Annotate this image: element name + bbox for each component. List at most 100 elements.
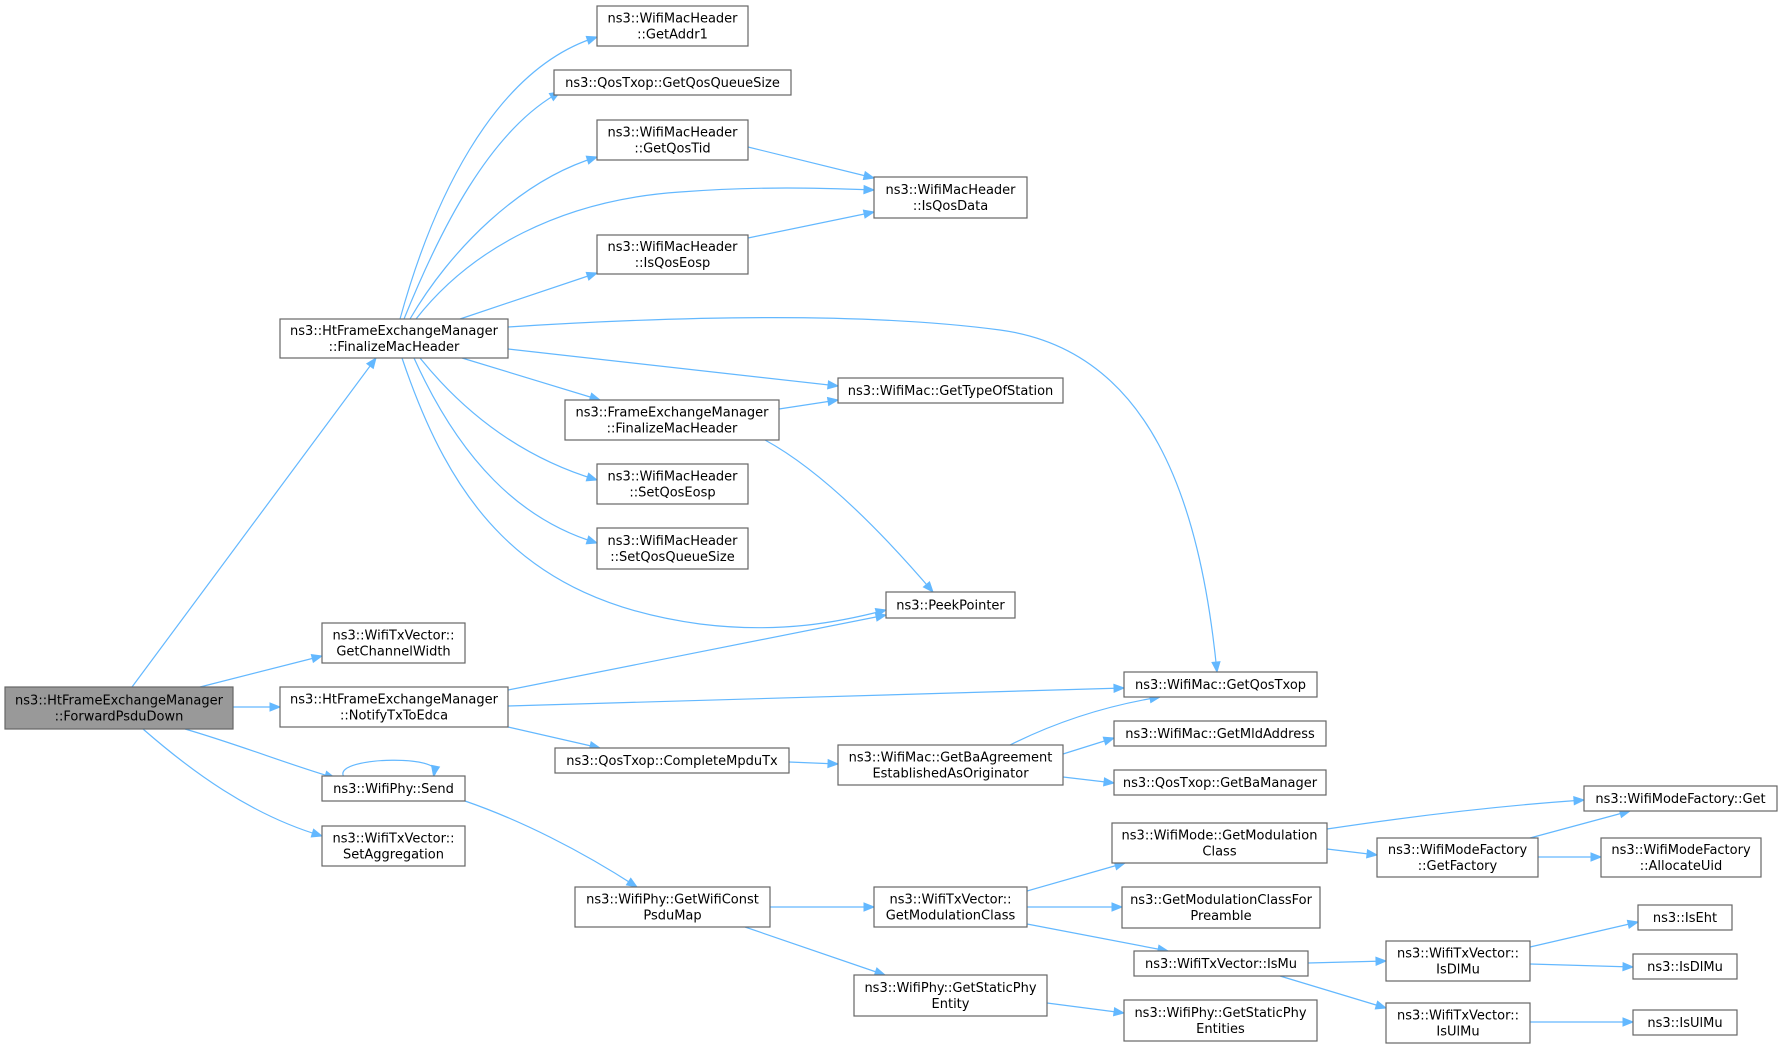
edge-ht-finalizemacheader-to-setqosqueuesize <box>413 357 599 545</box>
node-setaggregation[interactable]: ns3::WifiTxVector::SetAggregation <box>321 825 466 867</box>
edge-arrowhead <box>585 271 599 281</box>
node-fem-finalizemacheader[interactable]: ns3::FrameExchangeManager::FinalizeMacHe… <box>564 399 780 441</box>
node-isqoseosp[interactable]: ns3::WifiMacHeader::IsQosEosp <box>596 234 749 275</box>
node-label: ::FinalizeMacHeader <box>607 422 738 437</box>
edge-arrowhead <box>1374 1000 1388 1010</box>
edge-line <box>1529 963 1634 968</box>
edge-notifytxtoedca-to-getqostxop <box>507 683 1126 707</box>
edge-arrowhead <box>365 356 377 370</box>
node-getqosqueuesize[interactable]: ns3::QosTxop::GetQosQueueSize <box>553 69 792 96</box>
node-txv-getmodulationclass[interactable]: ns3::WifiTxVector::GetModulationClass <box>873 886 1028 928</box>
node-box <box>4 686 234 730</box>
edge-getbaagreement-to-getmldaddress <box>1062 736 1116 755</box>
edge-arrowhead <box>922 580 934 594</box>
edge-fem-finalizemacheader-to-gettypeofstation <box>778 396 840 410</box>
node-box <box>1583 785 1778 812</box>
edge-modefactory-getfactory-to-modefactory-get <box>1529 809 1632 839</box>
node-box <box>1600 837 1762 878</box>
node-box <box>321 775 466 802</box>
node-setqosqueuesize[interactable]: ns3::WifiMacHeader::SetQosQueueSize <box>596 527 749 570</box>
node-box <box>873 886 1028 928</box>
edge-getstaticphyentity-to-getstaticphyentities <box>1046 1002 1126 1017</box>
edge-forwardpsdudown-to-getchannelwidth <box>199 653 324 688</box>
edge-arrowhead <box>625 877 639 888</box>
node-getbamanager[interactable]: ns3::QosTxop::GetBaManager <box>1113 769 1327 796</box>
node-peekpointer[interactable]: ns3::PeekPointer <box>885 591 1016 619</box>
edge-txv-isdlmu-to-iseht <box>1529 919 1640 948</box>
node-txv-isdlmu[interactable]: ns3::WifiTxVector::IsDlMu <box>1385 940 1531 982</box>
edge-arrowhead <box>1112 1006 1126 1017</box>
node-label: ::SetQosQueueSize <box>610 550 734 565</box>
node-box <box>1376 837 1539 878</box>
edge-ht-finalizemacheader-to-isqoseosp <box>459 271 599 320</box>
edge-line <box>1529 921 1639 948</box>
nodes-layer: ns3::HtFrameExchangeManager::ForwardPsdu… <box>4 5 1778 1044</box>
node-label: ns3::FrameExchangeManager <box>575 406 769 421</box>
node-box <box>596 463 749 505</box>
node-label: ns3::HtFrameExchangeManager <box>290 693 499 708</box>
node-mode-getmodulationclass[interactable]: ns3::WifiMode::GetModulationClass <box>1111 822 1328 864</box>
node-label: ns3::HtFrameExchangeManager <box>290 324 499 339</box>
edge-arrowhead <box>1103 777 1116 787</box>
node-box <box>885 591 1016 619</box>
node-label: ::NotifyTxToEdca <box>340 709 448 724</box>
node-label: ns3::WifiPhy::GetStaticPhy <box>1134 1006 1306 1021</box>
node-box <box>554 747 790 774</box>
node-notifytxtoedca[interactable]: ns3::HtFrameExchangeManager::NotifyTxToE… <box>279 686 509 728</box>
edge-txv-ismu-to-txv-isulmu <box>1279 975 1388 1010</box>
node-ht-finalizemacheader[interactable]: ns3::HtFrameExchangeManager::FinalizeMac… <box>279 318 509 359</box>
node-getbaagreement[interactable]: ns3::WifiMac::GetBaAgreementEstablishedA… <box>837 744 1064 786</box>
node-getqostxop[interactable]: ns3::WifiMac::GetQosTxop <box>1123 671 1318 698</box>
node-label: ::SetQosEosp <box>629 486 715 501</box>
node-isdlmu[interactable]: ns3::IsDlMu <box>1632 953 1738 980</box>
node-forwardpsdudown[interactable]: ns3::HtFrameExchangeManager::ForwardPsdu… <box>4 686 234 730</box>
node-setqoseosp[interactable]: ns3::WifiMacHeader::SetQosEosp <box>596 463 749 505</box>
edge-line <box>1009 696 1161 746</box>
node-modefactory-allocateuid[interactable]: ns3::WifiModeFactory::AllocateUid <box>1600 837 1762 878</box>
edge-arrowhead <box>310 653 324 664</box>
edge-line <box>131 357 377 688</box>
edge-line <box>1279 975 1387 1009</box>
node-box <box>564 399 780 441</box>
node-getaddr1[interactable]: ns3::WifiMacHeader::GetAddr1 <box>596 5 749 47</box>
node-isqosdata[interactable]: ns3::WifiMacHeader::IsQosData <box>873 176 1028 219</box>
edge-notifytxtoedca-to-completempdutx <box>507 726 602 751</box>
node-label: ::GetQosTid <box>634 142 710 157</box>
edge-line <box>401 357 887 629</box>
node-label: ns3::WifiPhy::GetWifiConst <box>586 893 759 908</box>
node-label: ::GetAddr1 <box>637 28 708 43</box>
edge-arrowhead <box>863 902 876 912</box>
edge-getwificonstpsdumap-to-getstaticphyentity <box>744 926 887 977</box>
node-label: ::IsQosEosp <box>635 256 711 271</box>
node-label: ns3::WifiTxVector:: <box>1397 947 1519 962</box>
node-getmldaddress[interactable]: ns3::WifiMac::GetMldAddress <box>1113 720 1327 747</box>
node-getchannelwidth[interactable]: ns3::WifiTxVector::GetChannelWidth <box>321 622 466 664</box>
edge-line <box>507 726 601 749</box>
node-label: ns3::IsEht <box>1653 911 1717 926</box>
edge-getqostid-to-isqosdata <box>747 146 876 181</box>
node-iseht[interactable]: ns3::IsEht <box>1637 904 1733 931</box>
node-label: ns3::WifiTxVector::IsMu <box>1145 957 1297 972</box>
node-txv-isulmu[interactable]: ns3::WifiTxVector::IsUlMu <box>1385 1002 1531 1044</box>
node-modefactory-get[interactable]: ns3::WifiModeFactory::Get <box>1583 785 1778 812</box>
edge-arrowhead <box>585 472 599 482</box>
edge-arrowhead <box>1622 961 1635 972</box>
node-completempdutx[interactable]: ns3::QosTxop::CompleteMpduTx <box>554 747 790 774</box>
node-txv-ismu[interactable]: ns3::WifiTxVector::IsMu <box>1133 950 1309 977</box>
node-gettypeofstation[interactable]: ns3::WifiMac::GetTypeOfStation <box>837 377 1064 404</box>
node-label: ::GetFactory <box>1418 859 1498 874</box>
node-isulmu[interactable]: ns3::IsUlMu <box>1632 1009 1738 1036</box>
edge-arrowhead <box>862 209 876 219</box>
node-modefactory-getfactory[interactable]: ns3::WifiModeFactory::GetFactory <box>1376 837 1539 878</box>
node-phy-send[interactable]: ns3::WifiPhy::Send <box>321 775 466 802</box>
edge-arrowhead <box>585 535 599 545</box>
edge-txv-isulmu-to-isulmu <box>1530 1017 1635 1027</box>
edge-arrowhead <box>585 35 599 45</box>
node-label: ns3::WifiMacHeader <box>885 183 1016 198</box>
edge-arrowhead <box>863 184 876 195</box>
node-getqostid[interactable]: ns3::WifiMacHeader::GetQosTid <box>596 119 749 161</box>
